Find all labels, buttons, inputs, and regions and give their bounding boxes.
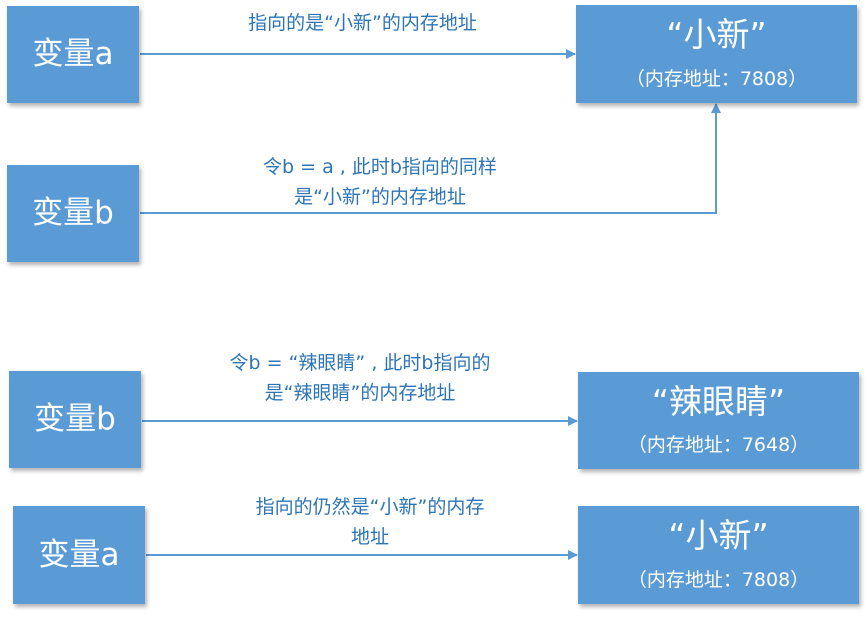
- variable-b-label: 变量b: [32, 195, 114, 231]
- arrow-b-to-xiaoxin: [140, 103, 721, 214]
- arrow-label-line: 是“小新”的内存地址: [294, 186, 466, 208]
- variable-b-label: 变量b: [34, 401, 116, 437]
- value-title: “小新”: [668, 516, 769, 556]
- memory-address: （内存地址：7808）: [627, 568, 810, 591]
- variable-a-box-2: 变量a: [13, 506, 145, 604]
- arrow-label-b-2: 令b = “辣眼睛” , 此时b指向的 是“辣眼睛”的内存地址: [140, 348, 580, 408]
- arrow-label-a: 指向的是“小新”的内存地址: [150, 8, 575, 38]
- variable-a-box: 变量a: [7, 6, 139, 103]
- arrow-label-line: 地址: [350, 526, 389, 548]
- arrow-label-line: 令b = a , 此时b指向的同样: [263, 156, 497, 178]
- arrow-label-line: 令b = “辣眼睛” , 此时b指向的: [229, 352, 491, 374]
- value-box-xiaoxin: “小新” （内存地址：7808）: [576, 5, 857, 103]
- variable-a-label: 变量a: [38, 536, 120, 573]
- value-title: “辣眼睛”: [651, 381, 786, 421]
- arrow-label-line: 是“辣眼睛”的内存地址: [264, 382, 456, 404]
- value-title: “小新”: [666, 15, 767, 55]
- value-box-layanjing: “辣眼睛” （内存地址：7648）: [578, 372, 859, 469]
- arrow-label-line: 指向的是“小新”的内存地址: [248, 12, 477, 34]
- variable-a-label: 变量a: [32, 36, 114, 72]
- memory-address: （内存地址：7648）: [627, 434, 810, 457]
- memory-address: （内存地址：7808）: [625, 67, 808, 90]
- variable-b-box-2: 变量b: [9, 371, 141, 468]
- arrow-label-b: 令b = a , 此时b指向的同样 是“小新”的内存地址: [160, 152, 600, 212]
- arrow-label-a-2: 指向的仍然是“小新”的内存 地址: [150, 492, 590, 552]
- arrow-label-line: 指向的仍然是“小新”的内存: [255, 496, 485, 518]
- variable-b-box: 变量b: [7, 165, 139, 262]
- value-box-xiaoxin-2: “小新” （内存地址：7808）: [578, 506, 859, 604]
